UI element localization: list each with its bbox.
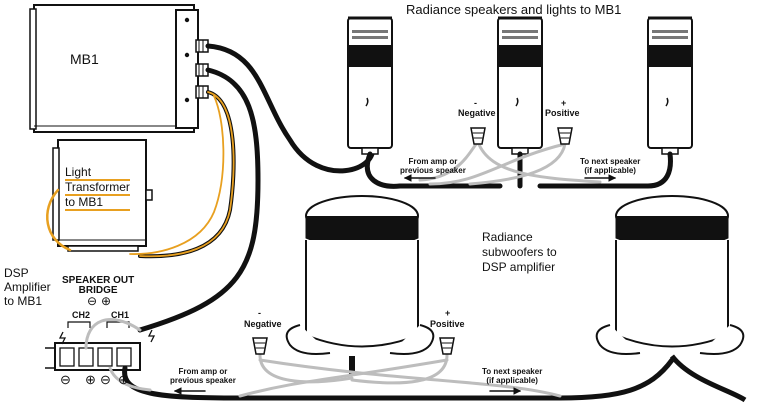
bottom-to-next-label: To next speaker (if applicable): [482, 367, 542, 385]
light-transformer-line-1: Light: [65, 166, 130, 181]
light-transformer-line-3: to MB1: [65, 196, 130, 211]
top-to-next-label: To next speaker (if applicable): [580, 157, 640, 175]
light-transformer-unit: [52, 139, 153, 252]
top-positive-label: Positive: [545, 108, 580, 118]
speaker-out-line: SPEAKER OUT: [62, 275, 135, 286]
bottom-to-next-line-2: (if applicable): [486, 376, 538, 385]
bottom-positive-label: Positive: [430, 319, 465, 329]
terminal-minus-1: ⊖: [60, 372, 71, 387]
bottom-from-amp-line-2: previous speaker: [170, 376, 236, 385]
dsp-amplifier-line-1: DSP: [4, 266, 29, 280]
ch1-label: CH1: [111, 310, 130, 320]
dsp-terminal-block: [45, 321, 156, 371]
terminal-plus-1: ⊕: [85, 372, 96, 387]
top-from-amp-label: From amp or previous speaker: [400, 157, 466, 175]
mb1-cables: [46, 43, 376, 350]
bridge-line: BRIDGE: [78, 285, 118, 296]
ch2-label: CH2: [72, 310, 91, 320]
speaker-out-bridge-label: SPEAKER OUT BRIDGE: [62, 276, 134, 296]
terminal-plus-2: ⊕: [118, 372, 129, 387]
bottom-plus-sign: +: [445, 308, 451, 318]
bridge-minus-terminal: ⊖: [87, 294, 98, 308]
bottom-from-amp-label: From amp or previous speaker: [170, 367, 236, 385]
radiance-speakers-title: Radiance speakers and lights to MB1: [406, 2, 622, 17]
tower-speaker-right: [647, 16, 693, 155]
mb1-unit: [29, 4, 209, 133]
dsp-amplifier-line-2: Amplifier: [4, 280, 51, 294]
top-to-next-line-1: To next speaker: [580, 157, 641, 166]
top-plus-sign: +: [561, 98, 567, 108]
bottom-negative-label: Negative: [244, 319, 282, 329]
tower-speaker-wiring: [364, 127, 673, 189]
bottom-minus-sign: -: [258, 308, 261, 318]
light-transformer-label: Light Transformer to MB1: [65, 166, 130, 211]
dsp-amplifier-line-3: to MB1: [4, 294, 43, 308]
bottom-from-amp-line-1: From amp or: [178, 367, 228, 376]
bridge-plus-terminal: ⊕: [101, 294, 112, 308]
subwoofers-label: Radiance subwoofers to DSP amplifier: [482, 230, 557, 275]
top-negative-label: Negative: [458, 108, 496, 118]
subwoofers-line-1: Radiance: [482, 230, 533, 244]
light-transformer-line-2: Transformer: [65, 180, 130, 196]
terminal-minus-2: ⊖: [100, 372, 111, 387]
top-minus-sign: -: [474, 98, 477, 108]
top-to-next-line-2: (if applicable): [584, 166, 636, 175]
subwoofers-line-3: DSP amplifier: [482, 260, 556, 274]
tower-speaker-left: [347, 16, 393, 155]
top-from-amp-line-1: From amp or: [408, 157, 458, 166]
subwoofer-left: [285, 195, 435, 376]
mb1-label: MB1: [70, 51, 99, 67]
subwoofer-wiring: [108, 337, 675, 401]
dsp-amplifier-label: DSP Amplifier to MB1: [4, 266, 51, 308]
top-from-amp-line-2: previous speaker: [400, 166, 466, 175]
tower-speaker-middle: [497, 16, 543, 155]
subwoofers-line-2: subwoofers to: [482, 245, 557, 259]
bottom-to-next-line-1: To next speaker: [482, 367, 543, 376]
subwoofer-right: [595, 195, 747, 403]
